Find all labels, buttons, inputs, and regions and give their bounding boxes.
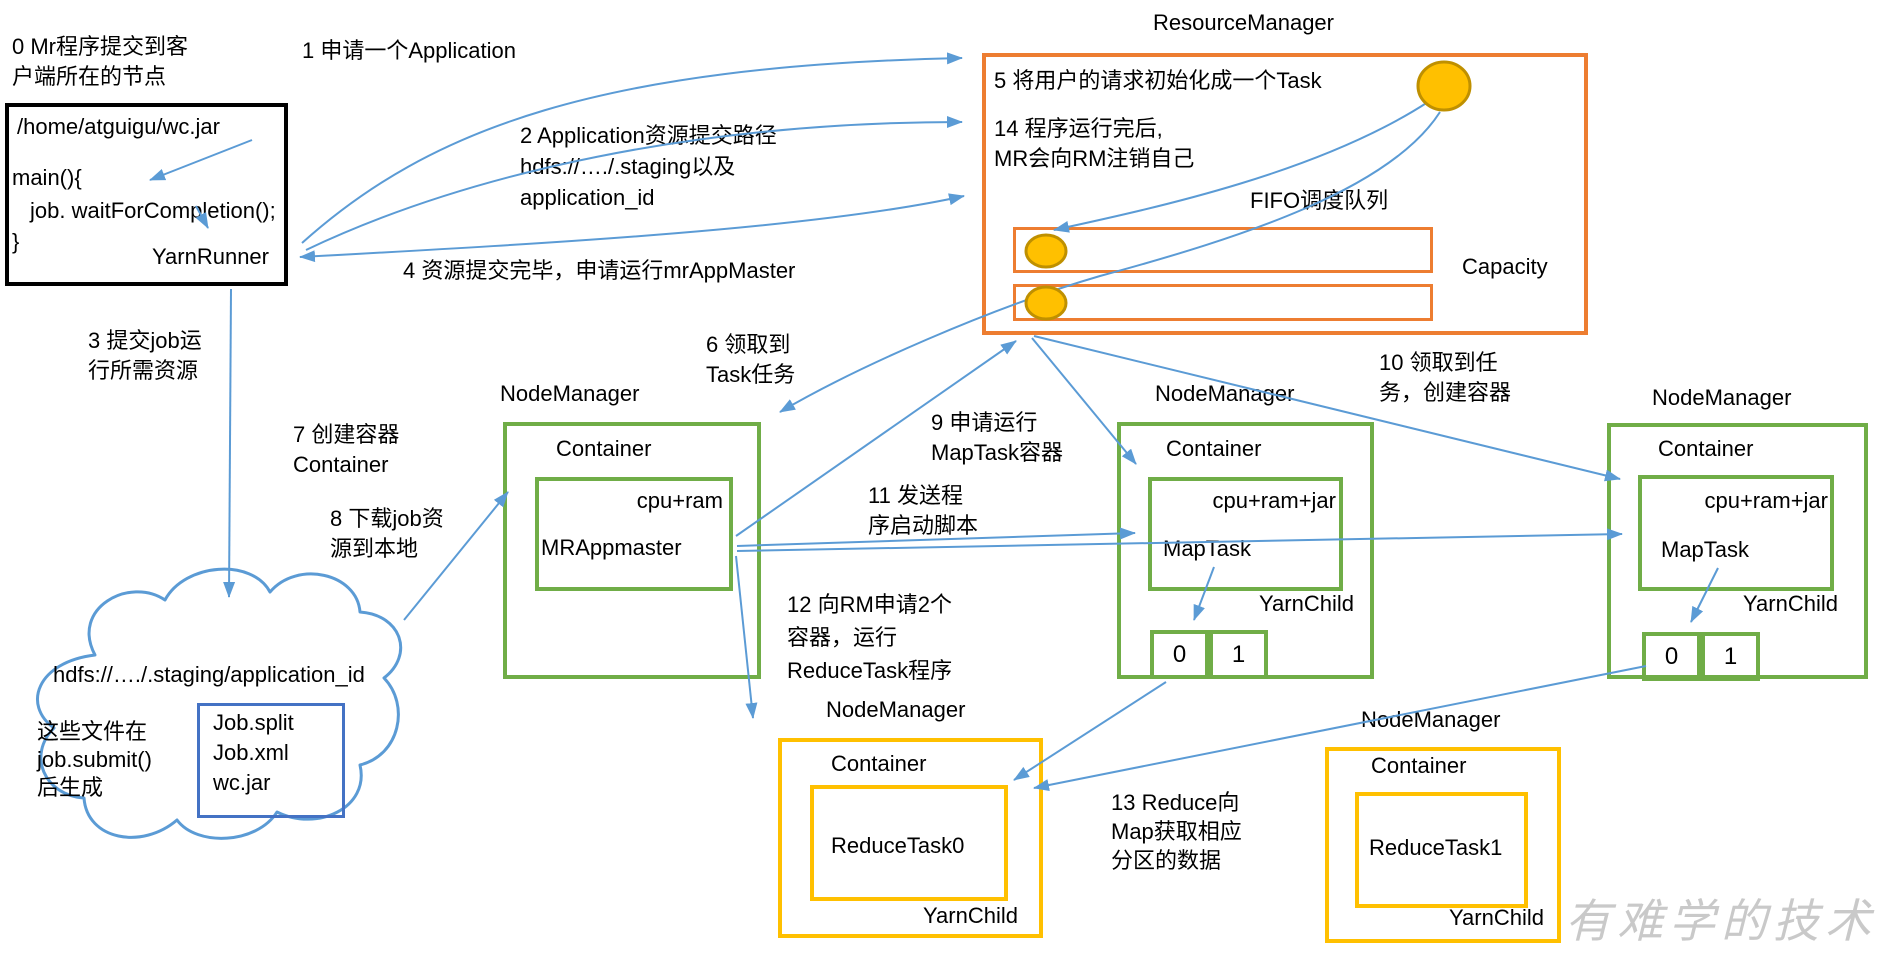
nm3-maptask-label: MapTask (1661, 537, 1750, 562)
fifo-queue-label: FIFO调度队列 (1250, 188, 1389, 213)
nm2-maptask-label: MapTask (1163, 536, 1252, 561)
step1-label: 1 申请一个Application (302, 38, 516, 63)
nm5-container-label: Container (1371, 753, 1467, 778)
nm3-container-label: Container (1658, 436, 1754, 461)
step5-label: 5 将用户的请求初始化成一个Task (994, 68, 1322, 93)
client-yarnrunner-label: YarnRunner (152, 244, 269, 269)
client-code-wait: job. waitForCompletion(); (30, 198, 276, 223)
nm1-mrappmaster-label: MRAppmaster (541, 535, 682, 560)
hdfs-note: 这些文件在 job.submit() 后生成 (37, 719, 152, 800)
nm4-title: NodeManager (826, 697, 966, 722)
client-code-main: main(){ (12, 165, 82, 190)
nm3-yarnchild-label: YarnChild (1743, 591, 1838, 616)
step9-label: 9 申请运行 MapTask容器 (931, 410, 1064, 465)
nm2-title: NodeManager (1155, 381, 1295, 406)
nm2-partition-0: 0 (1150, 630, 1209, 679)
step13-label: 13 Reduce向 Map获取相应 分区的数据 (1111, 790, 1242, 873)
nm2-partition-1: 1 (1209, 630, 1268, 679)
nm4-reducetask0-label: ReduceTask0 (831, 833, 965, 858)
step0-label: 0 Mr程序提交到客 户端所在的节点 (12, 34, 189, 89)
nm2-resource-label: cpu+ram+jar (1212, 488, 1336, 513)
step14-label: 14 程序运行完后, MR会向RM注销自己 (994, 116, 1195, 171)
nm4-container-label: Container (831, 751, 927, 776)
step10-label: 10 领取到任 务，创建容器 (1379, 350, 1512, 405)
nm3-partition-1: 1 (1701, 632, 1760, 681)
nm1-container-label: Container (556, 436, 652, 461)
watermark-text: 有难学的技术 (1565, 894, 1877, 948)
nm3-container-box (1638, 475, 1834, 591)
arrow-step3 (223, 288, 236, 598)
client-node-box (5, 103, 288, 286)
step4-label: 4 资源提交完毕，申请运行mrAppMaster (403, 258, 796, 283)
nm3-partition-0: 0 (1642, 632, 1701, 681)
nm3-title: NodeManager (1652, 385, 1792, 410)
nm5-yarnchild-label: YarnChild (1449, 905, 1544, 930)
step8-label: 8 下载job资 源到本地 (330, 506, 444, 561)
client-jar-path: /home/atguigu/wc.jar (17, 114, 220, 139)
nm4-container-box (810, 785, 1008, 901)
resourcemanager-title: ResourceManager (1153, 10, 1334, 35)
step3-label: 3 提交job运 行所需资源 (88, 328, 202, 383)
nm5-reducetask1-label: ReduceTask1 (1369, 835, 1503, 860)
nm2-yarnchild-label: YarnChild (1259, 591, 1354, 616)
step2-label: 2 Application资源提交路径 hdfs://…./.staging以及… (520, 123, 777, 210)
nm1-container-box (535, 477, 733, 591)
nm5-container-box (1355, 792, 1528, 908)
nm1-resource-label: cpu+ram (636, 488, 723, 513)
scheduler-queue-1 (1013, 227, 1433, 273)
nm1-title: NodeManager (500, 381, 640, 406)
nm2-container-label: Container (1166, 436, 1262, 461)
capacity-label: Capacity (1462, 254, 1548, 279)
step12-label: 12 向RM申请2个 容器，运行 ReduceTask程序 (787, 592, 953, 683)
nm4-yarnchild-label: YarnChild (923, 903, 1018, 928)
step6-label: 6 领取到 Task任务 (706, 332, 796, 387)
step11-label: 11 发送程 序启动脚本 (868, 483, 979, 538)
nm3-resource-label: cpu+ram+jar (1704, 488, 1828, 513)
hdfs-staging-path: hdfs://…./.staging/application_id (53, 662, 365, 687)
nm4-box (778, 738, 1043, 938)
scheduler-queue-2 (1013, 284, 1433, 321)
client-code-brace: } (12, 229, 20, 254)
job-files-list: Job.split Job.xml wc.jar (213, 710, 294, 795)
step7-label: 7 创建容器 Container (293, 422, 400, 477)
nm5-title: NodeManager (1361, 707, 1501, 732)
